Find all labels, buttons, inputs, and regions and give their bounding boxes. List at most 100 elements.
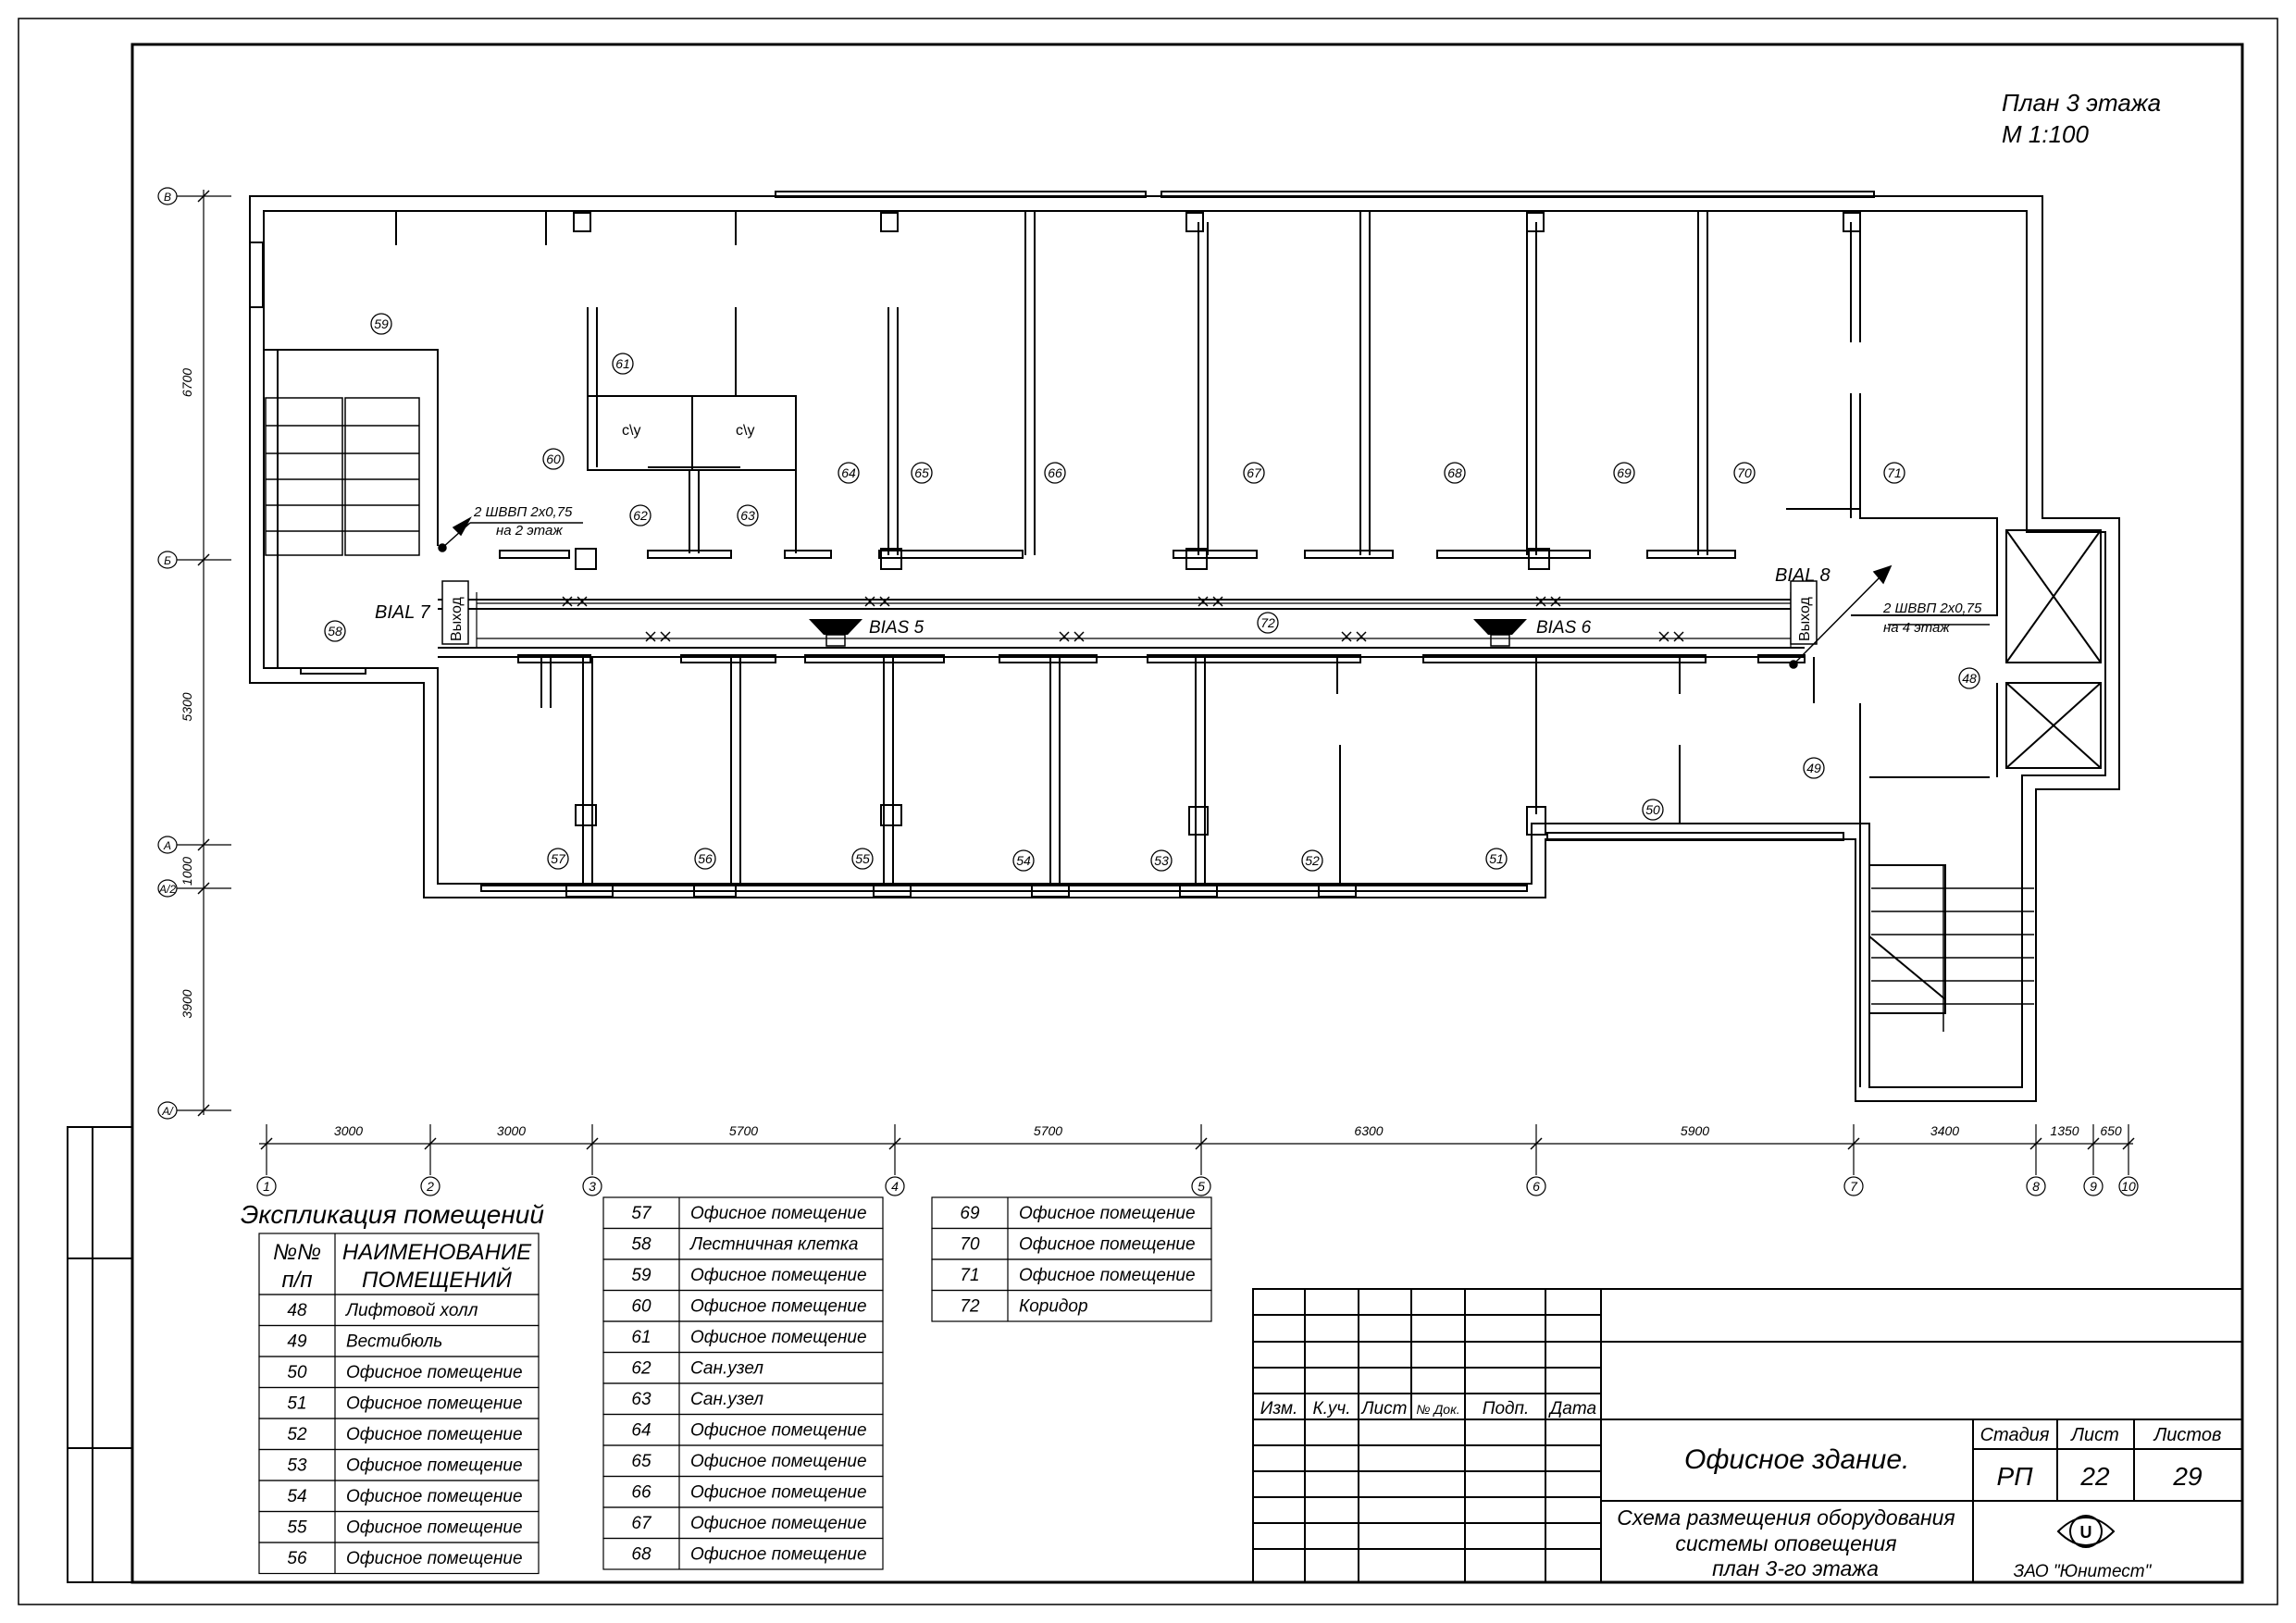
- company-name: ЗАО "Юнитест": [2014, 1562, 2153, 1581]
- stage-header: Стадия: [1980, 1425, 2050, 1445]
- svg-text:55: 55: [855, 851, 870, 866]
- svg-text:67: 67: [1247, 465, 1262, 480]
- svg-text:3: 3: [589, 1179, 596, 1194]
- svg-text:650: 650: [2100, 1123, 2122, 1138]
- svg-text:71: 71: [1887, 465, 1902, 480]
- row-name: Офисное помещение: [346, 1394, 523, 1414]
- row-number: 49: [287, 1332, 307, 1352]
- project-name: Офисное здание.: [1684, 1444, 1909, 1475]
- stair-left: [265, 397, 420, 556]
- cable-riser-left: [438, 516, 583, 552]
- row-name: Сан.узел: [690, 1359, 763, 1379]
- stamp-col-0: Изм.: [1260, 1399, 1298, 1419]
- svg-text:62: 62: [633, 508, 648, 523]
- svg-text:3400: 3400: [1930, 1123, 1959, 1138]
- sheets-header: Листов: [2153, 1425, 2222, 1445]
- svg-text:5900: 5900: [1681, 1123, 1709, 1138]
- svg-text:60: 60: [546, 452, 561, 466]
- svg-text:68: 68: [1447, 465, 1462, 480]
- svg-text:3000: 3000: [497, 1123, 526, 1138]
- bias5-label: BIAS 5: [869, 618, 925, 638]
- row-number: 64: [631, 1421, 651, 1441]
- exit-label-right: Выход: [1797, 596, 1813, 641]
- header-name-1: НАИМЕНОВАНИЕ: [342, 1240, 532, 1265]
- row-name: Офисное помещение: [1019, 1204, 1196, 1223]
- row-number: 71: [960, 1266, 979, 1285]
- stair-right: [1871, 865, 2034, 1032]
- row-number: 62: [631, 1359, 652, 1379]
- table-row: 67 Офисное помещение: [602, 1506, 884, 1540]
- room-number-58: 58: [324, 620, 346, 642]
- svg-text:5: 5: [1198, 1179, 1205, 1194]
- svg-text:52: 52: [1305, 853, 1320, 868]
- plan-scale: М 1:100: [2002, 120, 2089, 148]
- row-name: Лифтовой холл: [344, 1301, 478, 1320]
- cable-left-line1: 2 ШВВП 2х0,75: [473, 504, 573, 520]
- row-name: Офисное помещение: [690, 1266, 867, 1285]
- binding-strip: [67, 1126, 133, 1583]
- sheets-value: 29: [2172, 1462, 2202, 1491]
- row-number: 66: [631, 1483, 652, 1503]
- svg-text:53: 53: [1154, 853, 1169, 868]
- row-name: Вестибюль: [346, 1332, 442, 1352]
- row-number: 63: [631, 1390, 652, 1409]
- row-name: Офисное помещение: [346, 1549, 523, 1568]
- row-number: 50: [287, 1363, 307, 1382]
- svg-text:49: 49: [1806, 761, 1821, 775]
- row-number: 54: [287, 1487, 306, 1506]
- svg-text:58: 58: [328, 624, 342, 638]
- bial8-label: BIAL 8: [1775, 565, 1831, 586]
- svg-text:56: 56: [698, 851, 713, 866]
- room-number-51: 51: [1485, 848, 1508, 870]
- col-axis-8: 8 1350: [2026, 1123, 2079, 1196]
- row-number: 51: [287, 1394, 306, 1414]
- cable-cross-marks: [562, 596, 1684, 642]
- stamp-col-4: Подп.: [1483, 1399, 1530, 1419]
- row-axis-А/: А/: [157, 1101, 231, 1120]
- row-name: Офисное помещение: [690, 1514, 867, 1533]
- wc-label-62: с\у: [622, 423, 640, 439]
- room-number-57: 57: [547, 848, 569, 870]
- header-name-2: ПОМЕЩЕНИЙ: [362, 1267, 513, 1293]
- row-number: 67: [631, 1514, 652, 1533]
- row-name: Офисное помещение: [690, 1545, 867, 1565]
- room-number-72: 72: [1257, 612, 1279, 634]
- svg-text:70: 70: [1737, 465, 1752, 480]
- room-number-56: 56: [694, 848, 716, 870]
- row-name: Офисное помещение: [346, 1518, 523, 1538]
- wc-label-63: с\у: [736, 423, 754, 439]
- row-name: Офисное помещение: [346, 1487, 523, 1506]
- room-number-60: 60: [542, 448, 565, 470]
- room-number-64: 64: [838, 462, 860, 484]
- row-dim-3900: 3900: [180, 989, 194, 1018]
- svg-text:9: 9: [2090, 1179, 2097, 1194]
- row-number: 59: [631, 1266, 652, 1285]
- table-row: 59 Офисное помещение: [602, 1258, 884, 1292]
- svg-text:5700: 5700: [1034, 1123, 1062, 1138]
- cable-left-line2: на 2 этаж: [496, 523, 563, 539]
- svg-text:1350: 1350: [2050, 1123, 2079, 1138]
- room-number-71: 71: [1883, 462, 1905, 484]
- row-name: Офисное помещение: [690, 1452, 867, 1471]
- table-row: 64 Офисное помещение: [602, 1413, 884, 1446]
- row-name: Офисное помещение: [690, 1421, 867, 1441]
- row-name: Офисное помещение: [346, 1363, 523, 1382]
- svg-text:8: 8: [2032, 1179, 2040, 1194]
- exit-sign-bial7: Выход: [441, 580, 469, 645]
- room-number-53: 53: [1150, 849, 1173, 872]
- room-number-66: 66: [1044, 462, 1066, 484]
- svg-text:10: 10: [2121, 1179, 2136, 1194]
